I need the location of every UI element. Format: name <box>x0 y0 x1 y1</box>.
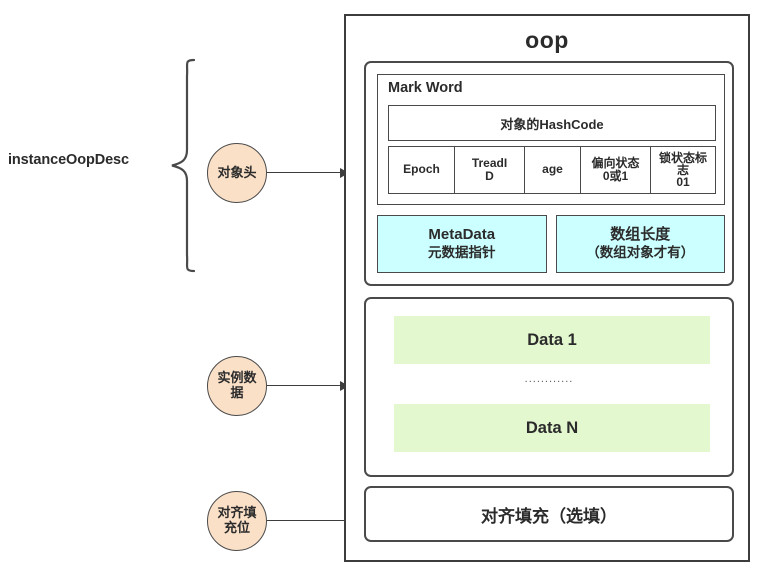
metadata-pointer-line-1: MetaData <box>428 226 496 244</box>
mark-word-flags-row: Epoch TreadI D age 偏向状态 0或1 <box>388 146 716 194</box>
flag-lock-line-1: 锁状态标 <box>658 151 707 165</box>
flag-cell-age: age <box>524 146 580 194</box>
circle-alignment-padding[interactable]: 对齐填 充位 <box>207 491 267 551</box>
arrow-shaft <box>267 171 340 174</box>
flag-cell-bias-state: 偏向状态 0或1 <box>580 146 650 194</box>
circle-object-header[interactable]: 对象头 <box>207 143 267 203</box>
flag-cell-epoch: Epoch <box>388 146 454 194</box>
circle-alignment-padding-line-1: 对齐填 <box>217 505 257 521</box>
arrow-to-object-header <box>267 167 349 178</box>
flag-lock-line-2: 志 <box>676 163 689 177</box>
flag-thread-id-line-2: D <box>485 169 494 183</box>
pointer-boxes-row: MetaData 元数据指针 数组长度 （数组对象才有） <box>377 215 725 273</box>
array-length-line-2: （数组对象才有） <box>586 244 695 260</box>
oop-container: oop Mark Word 对象的HashCode Epoch TreadI D… <box>344 14 750 562</box>
alignment-padding-section: 对齐填充（选填） <box>364 486 734 542</box>
circle-object-header-line-1: 对象头 <box>217 164 257 180</box>
flag-bias-line-2: 0或1 <box>602 169 629 183</box>
alignment-padding-label: 对齐填充（选填） <box>481 506 617 526</box>
circle-instance-data-line-2: 据 <box>230 385 244 400</box>
circle-instance-data-line-1: 实例数 <box>217 370 257 386</box>
arrow-shaft <box>267 384 340 387</box>
instance-data-section: Data 1 ............ Data N <box>364 297 734 477</box>
flag-bias-line-1: 偏向状态 <box>591 155 640 170</box>
mark-word-title: Mark Word <box>388 80 463 96</box>
flag-thread-id-line-1: TreadI <box>471 155 508 170</box>
flag-cell-thread-id: TreadI D <box>454 146 524 194</box>
instance-oop-desc-label: instanceOopDesc <box>8 152 129 168</box>
flag-age-line-1: age <box>542 162 563 177</box>
data-ellipsis: ............ <box>524 373 574 385</box>
metadata-pointer-line-2: 元数据指针 <box>428 244 496 260</box>
arrow-shaft <box>267 519 351 522</box>
array-length-line-1: 数组长度 <box>610 226 671 244</box>
mark-word-box: Mark Word 对象的HashCode Epoch TreadI D age <box>377 74 725 205</box>
data-box-first: Data 1 <box>394 316 710 364</box>
oop-title: oop <box>525 27 569 53</box>
arrow-to-instance-data <box>267 380 349 391</box>
data-box-last: Data N <box>394 404 710 452</box>
flag-lock-line-3: 01 <box>676 175 690 189</box>
array-length-box: 数组长度 （数组对象才有） <box>555 215 725 273</box>
hashcode-row: 对象的HashCode <box>388 105 716 141</box>
metadata-pointer-box: MetaData 元数据指针 <box>377 215 547 273</box>
circle-instance-data[interactable]: 实例数 据 <box>207 356 267 416</box>
circle-alignment-padding-line-2: 充位 <box>223 520 250 535</box>
curly-brace <box>171 58 196 273</box>
flag-cell-lock-state: 锁状态标 志 01 <box>650 146 716 194</box>
object-header-section: Mark Word 对象的HashCode Epoch TreadI D age <box>364 61 734 286</box>
flag-epoch-line-1: Epoch <box>403 162 440 177</box>
